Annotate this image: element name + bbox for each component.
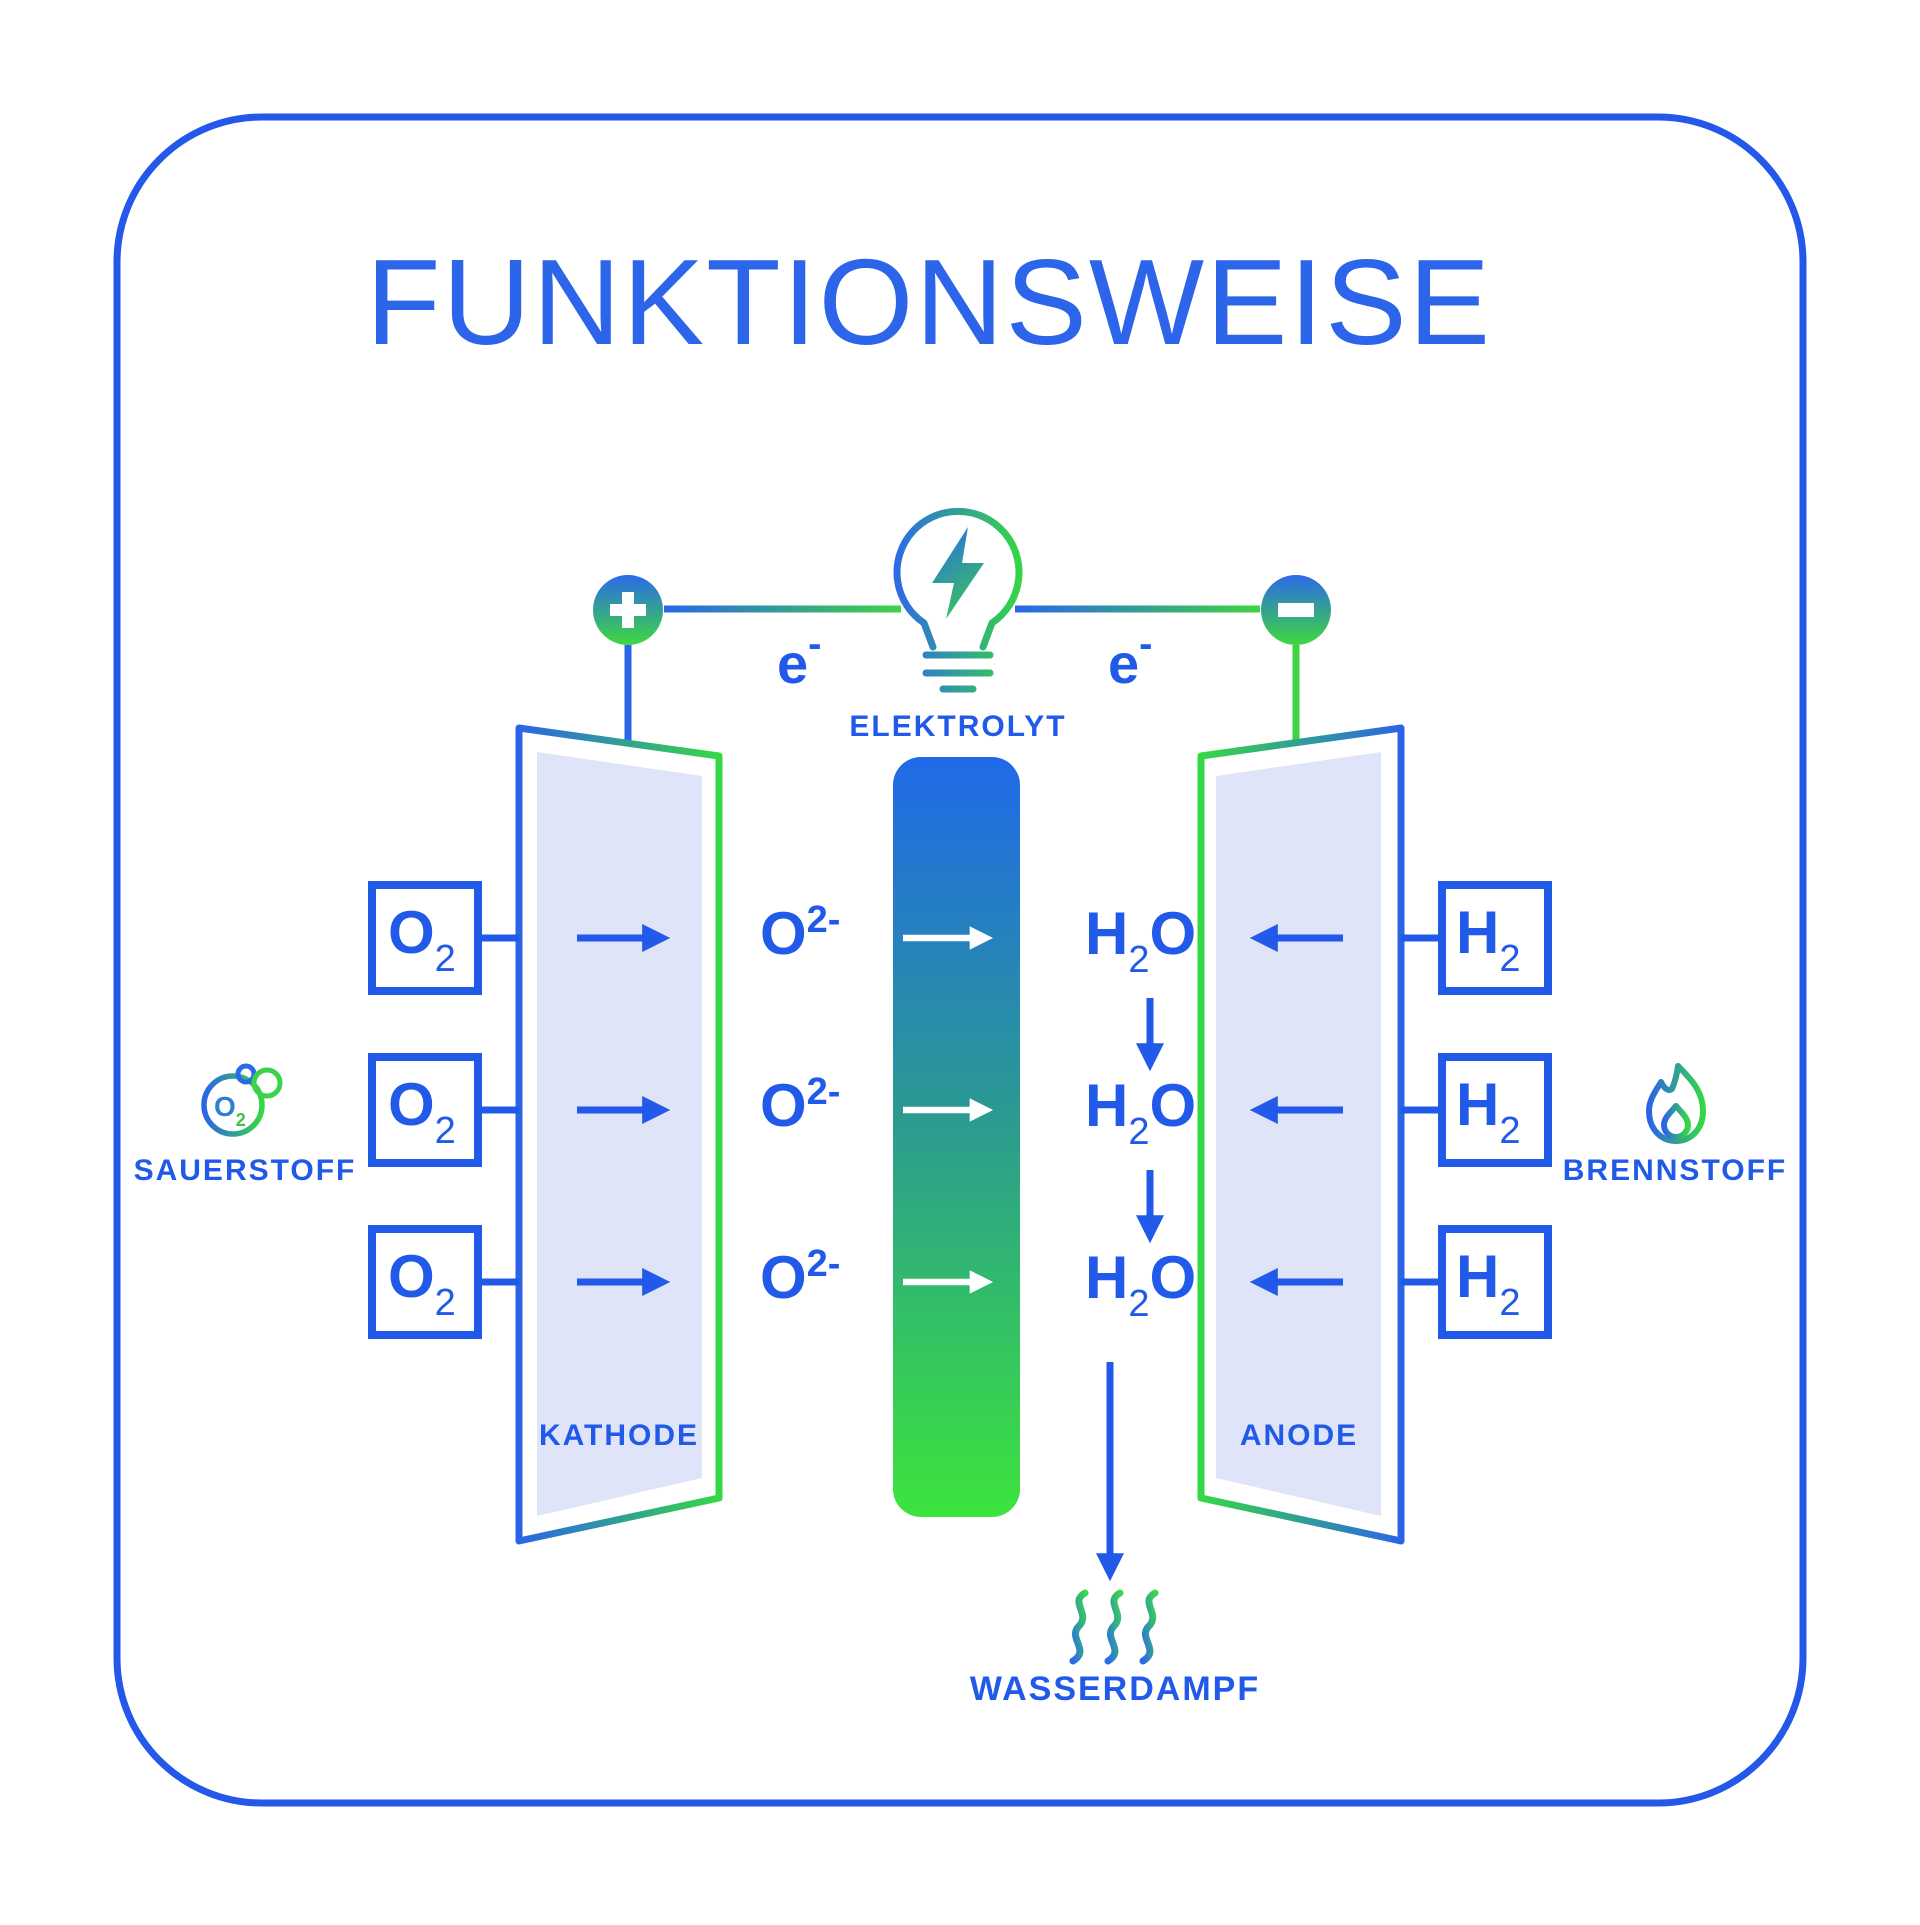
flow-row-3: O2 O2- H2O H2 [368,1225,1552,1339]
lightning-bolt-icon [932,527,984,619]
anode-label: ANODE [1240,1419,1358,1452]
electrolyte-label: ELEKTROLYT [849,710,1066,743]
cathode-electrode: KATHODE [515,724,723,1545]
h2-box [1438,881,1552,995]
flame-icon [1646,1063,1706,1144]
h2-label: H2 [1456,899,1520,980]
plus-icon [610,592,646,628]
oxygen-side-label: SAUERSTOFF [134,1154,357,1187]
steam-icon [1069,1589,1159,1665]
h2o-label: H2O [1085,900,1196,981]
o2-label: O2 [388,899,456,980]
anode-panel [1216,752,1381,1516]
anode-electrode: ANODE [1197,724,1405,1545]
electron-label-right: e- [1108,622,1152,695]
oxygen-bubbles-icon: O2 [201,1063,283,1137]
steam-label: WASSERDAMPF [970,1670,1260,1708]
oxygen-ion-label: O2- [760,1243,840,1311]
cathode-panel [537,752,702,1516]
cathode-label: KATHODE [539,1419,699,1452]
h2o-label: H2O [1085,1244,1196,1325]
h2-label: H2 [1456,1243,1520,1324]
lightbulb-bolt-icon [893,507,1023,693]
oxygen-ion-label: O2- [760,1071,840,1139]
flow-row-1: O2 O2- H2O H2 [368,881,1552,995]
oxygen-ion-label: O2- [760,899,840,967]
flow-row-2: O2 O2- H2O H2 [368,1053,1552,1167]
fuel-side-label: BRENNSTOFF [1563,1154,1787,1187]
electrolyte-bar [893,757,1020,1517]
bubble-o2-label: O2 [214,1091,246,1130]
h2-box [1438,1053,1552,1167]
o2-label: O2 [388,1071,456,1152]
h2-label: H2 [1456,1071,1520,1152]
o2-label: O2 [388,1243,456,1324]
o2-box [368,1225,482,1339]
page-title: FUNKTIONSWEISE [366,234,1492,370]
positive-terminal [593,575,663,645]
outer-frame [113,113,1807,1807]
h2-box [1438,1225,1552,1339]
h2o-label: H2O [1085,1072,1196,1153]
electron-label-left: e- [777,622,821,695]
negative-terminal [1261,575,1331,645]
